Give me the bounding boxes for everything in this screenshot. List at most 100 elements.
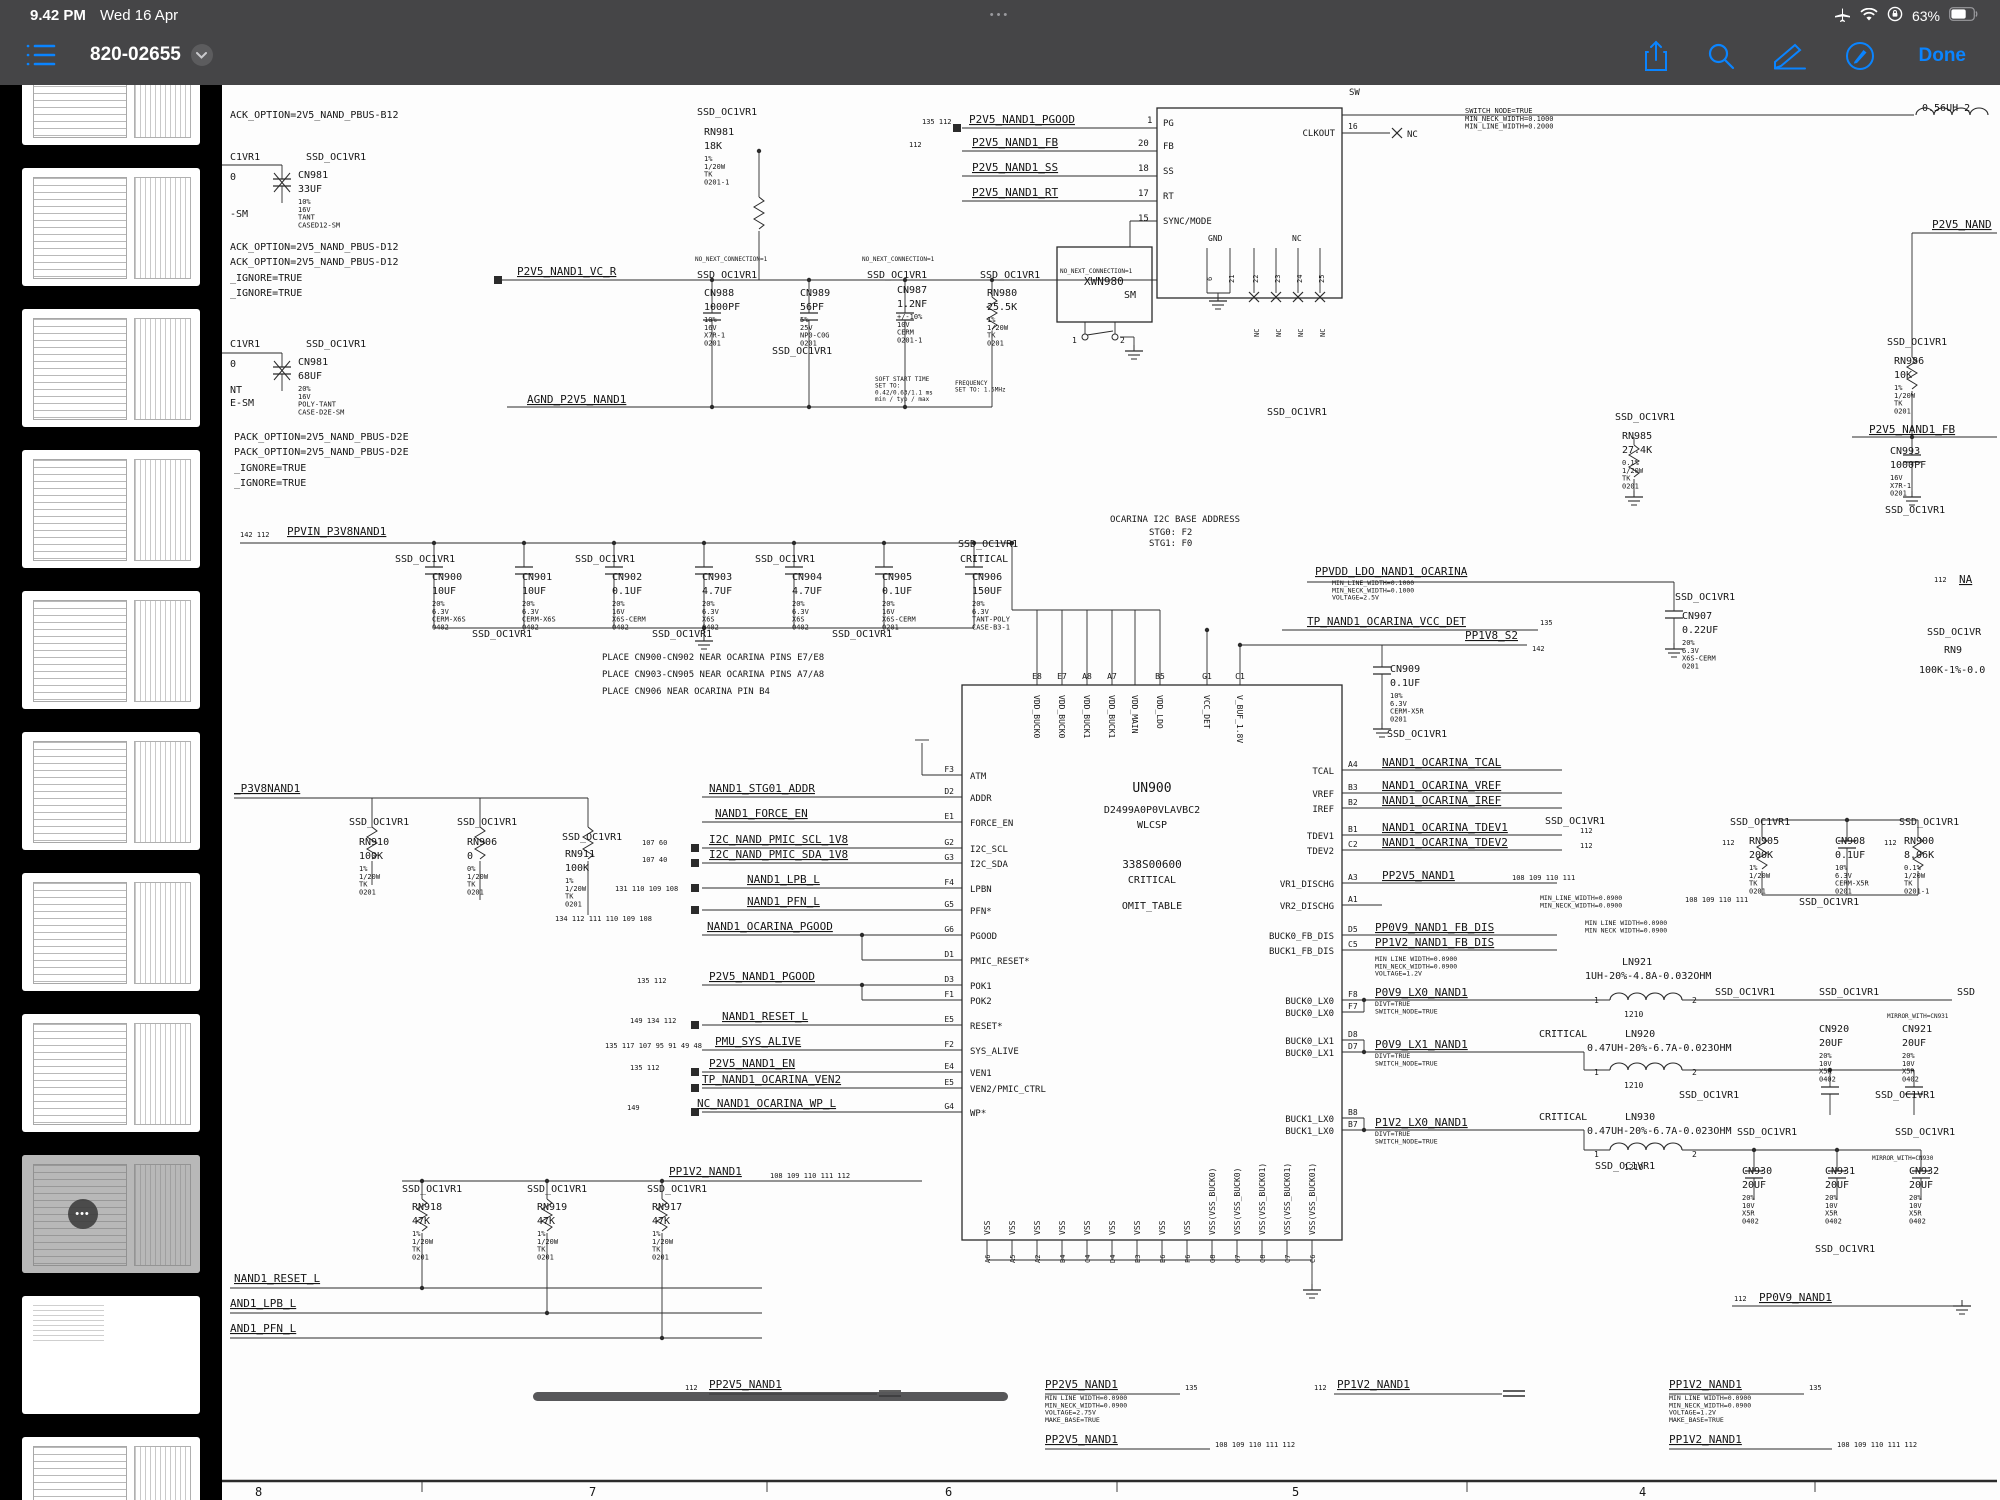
schematic-text: CRITICAL [1128, 875, 1176, 886]
schematic-text: 1210 [1624, 1163, 1643, 1172]
net-label: NAND1_OCARINA_IREF [1382, 794, 1501, 807]
schematic-text: D2499A0P0VLAVBC2 [1104, 805, 1200, 816]
done-button[interactable]: Done [1913, 44, 1973, 68]
schematic-text: _IGNORE=TRUE [234, 478, 306, 489]
schematic-text: RN985 [1622, 431, 1652, 442]
schematic-text: RN980 [987, 288, 1017, 299]
schematic-text: 2 [1692, 996, 1697, 1005]
schematic-text: RN906 [467, 837, 497, 848]
schematic-text: VDD_BUCK1 [1082, 695, 1091, 739]
page-thumbnail[interactable] [22, 309, 200, 427]
share-icon[interactable] [1643, 40, 1669, 72]
page-thumbnail[interactable] [22, 591, 200, 709]
schematic-text: 112 [1314, 1384, 1327, 1392]
schematic-text: 47K [652, 1216, 670, 1227]
schematic-text: NC [1253, 329, 1261, 337]
net-label: AGND_P2V5_NAND1 [527, 393, 626, 406]
clock: 9.42 PM [30, 7, 86, 24]
schematic-text: 112 [1722, 839, 1735, 847]
schematic-text: SSD_OC1VR1 [1679, 1090, 1739, 1101]
page-thumbnail[interactable] [22, 168, 200, 286]
net-label: NAND1_OCARINA_TDEV1 [1382, 821, 1508, 834]
schematic-text: ACK_OPTION=2V5_NAND_PBUS-D12 [230, 257, 399, 268]
schematic-text: A4 [1348, 760, 1358, 769]
schematic-text: 4.7UF [702, 586, 732, 597]
schematic-text: 108 109 110 111 [1685, 896, 1748, 904]
schematic-text: 135 112 [637, 977, 667, 985]
schematic-text: _IGNORE=TRUE [230, 273, 302, 284]
schematic-text: 16 [1348, 122, 1358, 131]
schematic-text: RN910 [359, 837, 389, 848]
schematic-text: A5 [1009, 1255, 1017, 1263]
thumbnail-more-button[interactable]: ••• [67, 1199, 98, 1229]
horizontal-scrollbar[interactable] [533, 1392, 1008, 1401]
thumbnail-sidebar-toggle-icon[interactable] [26, 42, 56, 68]
net-label: P2V5_NAND1_EN [709, 1057, 795, 1070]
schematic-text: 149 134 112 [630, 1017, 676, 1025]
schematic-text: 15 [1138, 214, 1149, 224]
thumbnail-sidebar[interactable]: ••• [0, 85, 222, 1500]
schematic-text: SSD_OC1VR1 [1545, 816, 1605, 827]
schematic-text: C7 [1284, 1255, 1292, 1263]
chevron-down-icon[interactable] [190, 44, 213, 66]
schematic-text: TDEV2 [1307, 847, 1334, 857]
page-thumbnail[interactable] [22, 732, 200, 850]
net-label: NAND1_OCARINA_TCAL [1382, 756, 1502, 769]
schematic-text: 135 [1540, 619, 1553, 627]
schematic-text: G8 [1209, 1255, 1217, 1263]
schematic-text: 338S00600 [1122, 858, 1182, 871]
schematic-text: VSS [983, 1220, 992, 1235]
schematic-text: B5 [1155, 672, 1165, 681]
net-label: NAND1_RESET_L [234, 1272, 320, 1285]
annotate-pencil-circle-icon[interactable] [1845, 41, 1875, 71]
schematic-text: 7 [589, 1485, 596, 1499]
page-thumbnail[interactable] [22, 1437, 200, 1500]
schematic-text: CRITICAL [1539, 1112, 1587, 1123]
schematic-text: C6 [1309, 1255, 1317, 1263]
page-thumbnail[interactable] [22, 1014, 200, 1132]
page-thumbnail[interactable] [22, 85, 200, 145]
pdf-toolbar: 820-02655 Done [0, 30, 2000, 85]
schematic-text: SSD_OC1VR [1927, 627, 1982, 638]
schematic-text: PACK_OPTION=2V5_NAND_PBUS-D2E [234, 432, 409, 443]
schematic-text: 47K [537, 1216, 555, 1227]
search-icon[interactable] [1707, 42, 1735, 70]
page-thumbnail[interactable] [22, 450, 200, 568]
schematic-text: 47K [412, 1216, 430, 1227]
schematic-text: 4.7UF [792, 586, 822, 597]
net-label: P2V5_NAND1_FB [1869, 423, 1955, 436]
schematic-text: _IGNORE=TRUE [234, 463, 306, 474]
schematic-text: 135 [1809, 1384, 1822, 1392]
page-thumbnail[interactable] [22, 873, 200, 991]
document-title-menu[interactable]: 820-02655 [90, 44, 213, 66]
schematic-text: SSD_OC1VR1 [1387, 729, 1447, 740]
markup-pen-icon[interactable] [1773, 42, 1807, 70]
schematic-text: SSD_OC1VR1 [395, 554, 455, 565]
net-label: NAND1_OCARINA_PGOOD [707, 920, 833, 933]
schematic-text: VR2_DISCHG [1280, 902, 1334, 912]
schematic-text: VSS(VSS_BUCK01) [1283, 1163, 1292, 1235]
schematic-text: SSD_OC1VR1 [772, 346, 832, 357]
net-label: NC_NAND1_OCARINA_WP_L [697, 1097, 836, 1110]
schematic-text: 0 [230, 172, 236, 183]
schematic-text: VEN1 [970, 1069, 992, 1079]
schematic-text: 18 [1138, 164, 1149, 174]
schematic-text: TDEV1 [1307, 832, 1334, 842]
page-thumbnail[interactable]: ••• [22, 1155, 200, 1273]
schematic-text: MIRROR_WITH=CN930 [1872, 1155, 1934, 1162]
schematic-text: VDD_LDO [1155, 695, 1164, 729]
schematic-text: B1 [1348, 825, 1358, 834]
schematic-text: CN987 [897, 285, 927, 296]
net-label: PP1V2_NAND1 [1669, 1433, 1742, 1446]
schematic-text: 25.5K [987, 302, 1017, 313]
schematic-text: I2C_SCL [970, 845, 1008, 855]
schematic-text: 2 [1120, 336, 1125, 345]
page-thumbnail[interactable] [22, 1296, 200, 1414]
